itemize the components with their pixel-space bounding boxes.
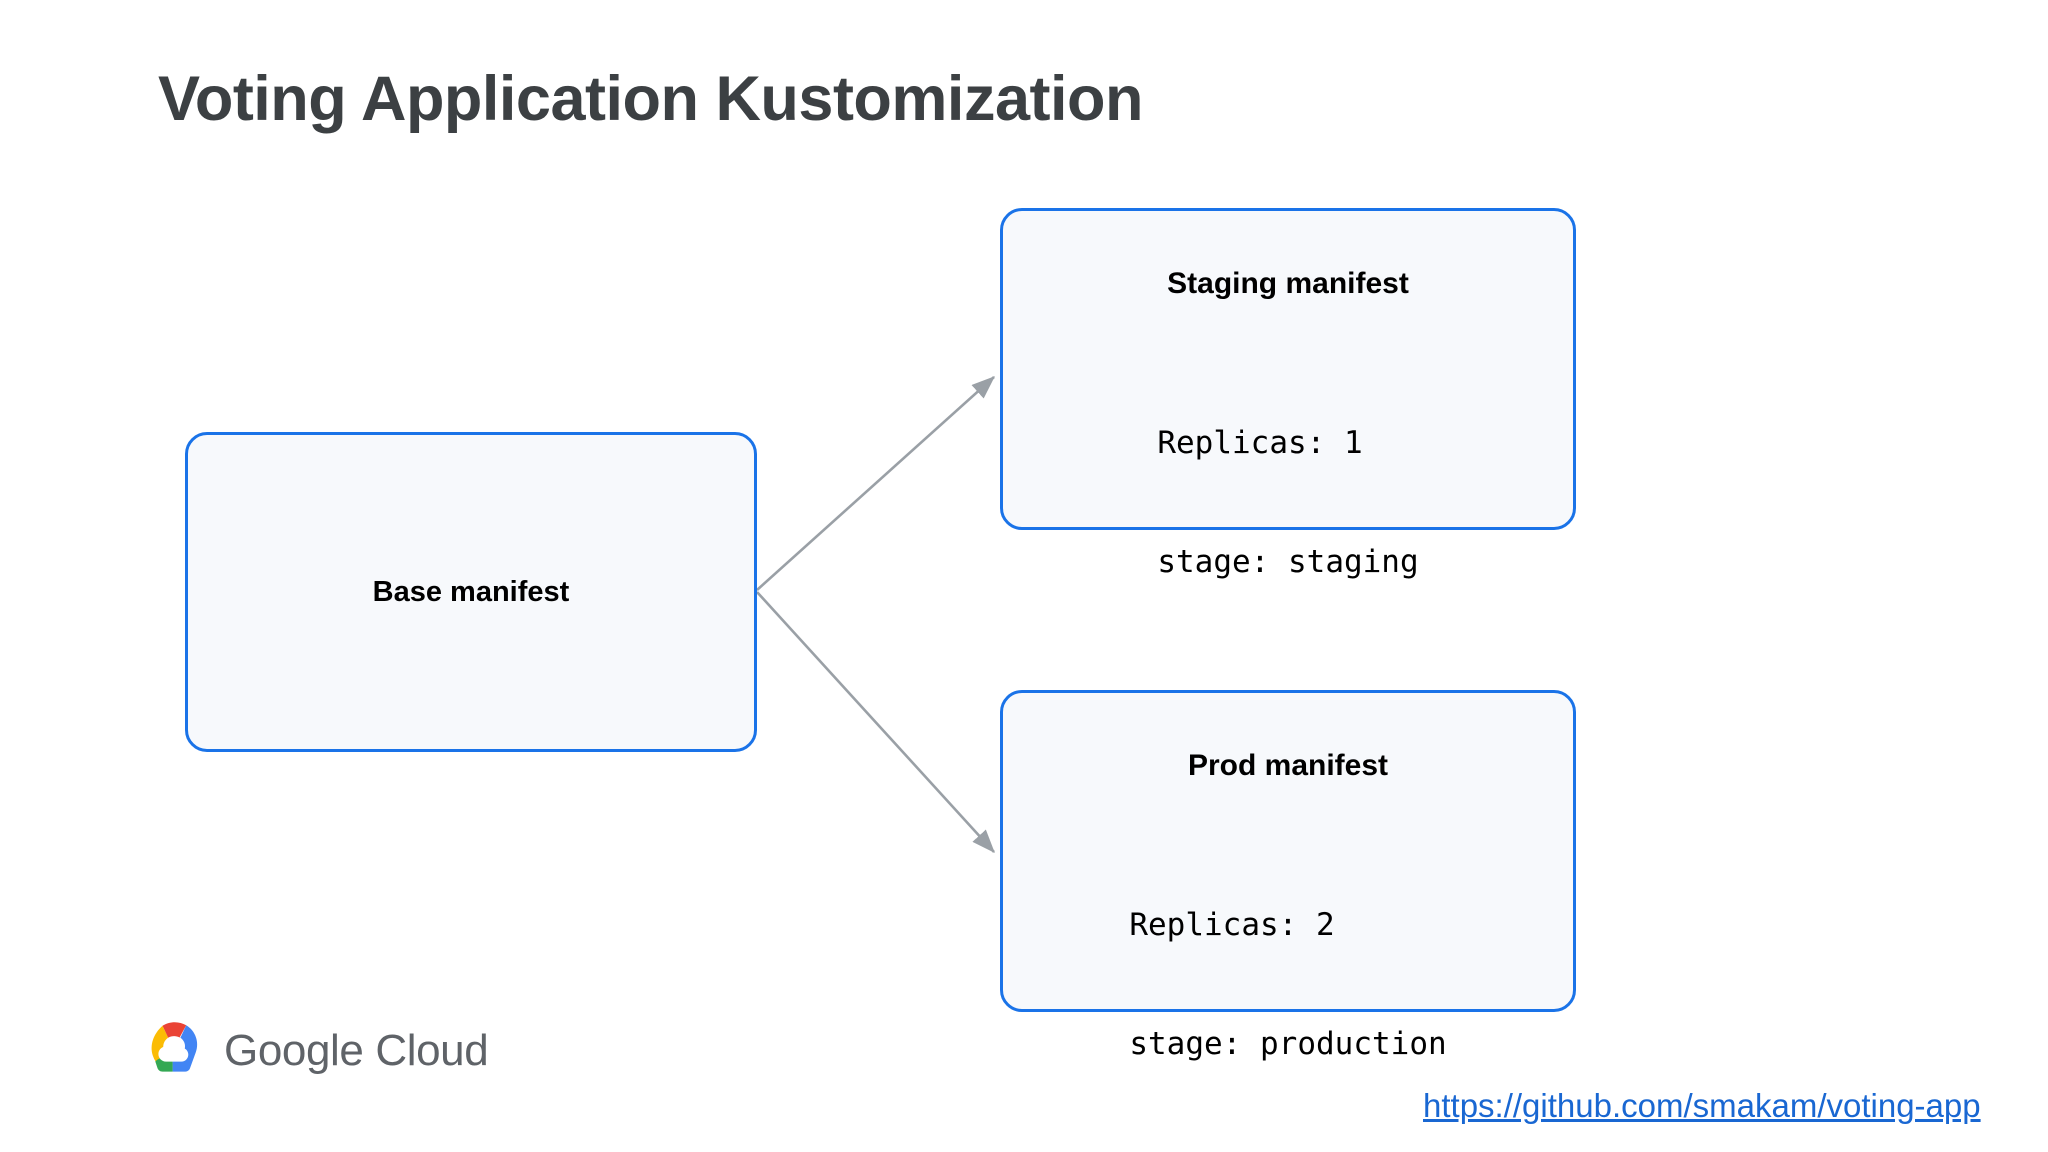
staging-replicas-line: Replicas: 1 — [1157, 424, 1363, 461]
prod-stage-line: stage: production — [1129, 1025, 1447, 1062]
prod-manifest-code: Replicas: 2 stage: production — [1129, 827, 1446, 1144]
connector-base-to-staging — [756, 376, 995, 591]
page-title: Voting Application Kustomization — [158, 64, 1143, 134]
google-cloud-mark-icon — [151, 1022, 198, 1072]
node-prod-manifest[interactable]: Prod manifest Replicas: 2 stage: product… — [1000, 690, 1576, 1062]
connector-base-to-prod — [756, 591, 995, 853]
prod-manifest-heading: Prod manifest — [1187, 749, 1389, 782]
staging-manifest-code: Replicas: 1 stage: staging — [1157, 345, 1418, 662]
google-cloud-wordmark: Google Cloud — [224, 1026, 489, 1076]
node-staging-manifest[interactable]: Staging manifest Replicas: 1 stage: stag… — [1000, 208, 1576, 580]
github-repo-link[interactable]: https://github.com/smakam/voting-app — [1423, 1087, 1981, 1124]
prod-replicas-line: Replicas: 2 — [1129, 906, 1335, 943]
base-manifest-label: Base manifest — [372, 575, 570, 608]
node-base-manifest[interactable]: Base manifest — [185, 432, 757, 752]
google-cloud-logo: Google Cloud — [142, 1022, 489, 1080]
staging-manifest-heading: Staging manifest — [1167, 267, 1409, 300]
logo-google-word: Google — [224, 1026, 364, 1075]
logo-cloud-word: Cloud — [375, 1026, 489, 1075]
staging-stage-line: stage: staging — [1157, 543, 1419, 580]
